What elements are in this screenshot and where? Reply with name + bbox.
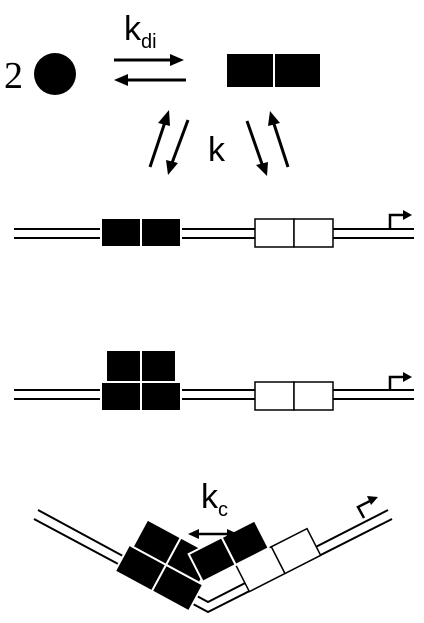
dimer (225, 52, 322, 89)
promoter-arrow (388, 372, 412, 389)
empty-site (254, 218, 334, 248)
binding-rate-label: k (208, 131, 226, 169)
cooperativity-rate-label: kc (201, 478, 228, 521)
empty-site (254, 381, 334, 411)
binding-arrow-right-down (245, 120, 264, 165)
dna-state-two-dimers-stacked (14, 349, 414, 412)
binding-arrow-right-up (272, 123, 290, 168)
monomer-count-label: 2 (4, 55, 23, 97)
promoter-arrow (356, 496, 378, 519)
dna-strand-top (37, 509, 389, 604)
dimer-subunit-right (273, 52, 322, 89)
dimer-subunit-left (225, 52, 275, 89)
binding-arrow-left-up (148, 121, 167, 168)
stacked-dimer (105, 349, 177, 383)
forward-arrowhead (170, 54, 184, 66)
binding-equilibrium-arrows (148, 110, 290, 176)
monomer-circle (34, 53, 76, 95)
promoter-arrow (388, 210, 412, 228)
dna-state-bent-cooperative: kc (33, 478, 393, 614)
dna-state-one-site-bound (14, 210, 414, 248)
dimerization-equilibrium-arrows (114, 54, 186, 86)
right-site-complex (187, 519, 322, 593)
reverse-arrowhead (114, 74, 128, 86)
cooperativity-double-arrow (188, 529, 238, 539)
monomer-dimerization: 2 kdi (4, 10, 322, 97)
bound-site (100, 381, 182, 412)
dimerization-rate-label: kdi (124, 10, 157, 53)
binding-arrow-left-down (170, 119, 190, 164)
bound-site (100, 217, 182, 248)
dna-strand-bottom (33, 518, 393, 614)
